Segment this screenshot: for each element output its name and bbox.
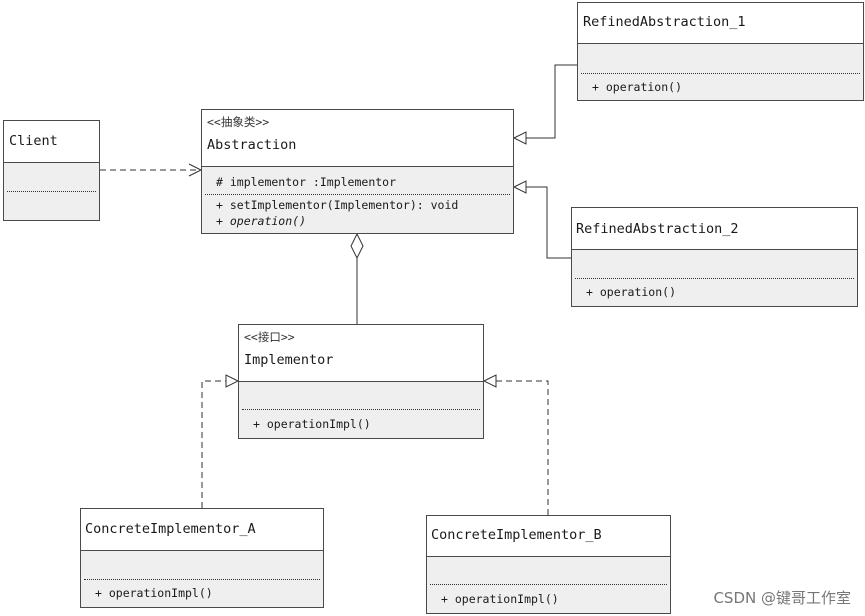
generalization-refined1-abstraction (512, 64, 577, 145)
abstraction-stereotype: <<抽象类>> (207, 115, 270, 129)
generalization-refined2-abstraction (512, 180, 571, 259)
concrete-implementor-a-header: ConcreteImplementor_A (81, 509, 323, 551)
concrete-implementor-a-operation: + operationImpl() (95, 586, 213, 600)
concrete-implementor-a-body: + operationImpl() (81, 551, 323, 607)
client-class-name: Client (9, 133, 58, 149)
implementor-operation: + operationImpl() (253, 417, 371, 431)
realization-concreteA-implementor (201, 374, 240, 508)
concrete-implementor-b-operation: + operationImpl() (441, 592, 559, 606)
abstraction-operation-2: + operation() (216, 214, 307, 228)
abstraction-attribute: # implementor :Implementor (216, 175, 397, 189)
abstraction-class-name: Abstraction (207, 137, 297, 153)
refined-abstraction-1-header: RefinedAbstraction_1 (578, 3, 863, 44)
refined-abstraction-1-body: + operation() (578, 44, 863, 100)
implementor-divider (242, 409, 480, 410)
abstraction-operation-1: + setImplementor(Implementor): void (216, 198, 459, 212)
watermark: CSDN @键哥工作室 (713, 589, 851, 607)
client-divider (7, 191, 96, 192)
refined-abstraction-2-body: + operation() (572, 250, 857, 306)
abstraction-class-header: <<抽象类>> Abstraction (202, 110, 513, 167)
refined-abstraction-1-box[interactable]: RefinedAbstraction_1 + operation() (577, 2, 864, 101)
concrete-implementor-b-header: ConcreteImplementor_B (427, 516, 670, 557)
refined-abstraction-2-box[interactable]: RefinedAbstraction_2 + operation() (571, 207, 858, 307)
client-class-box[interactable]: Client (3, 120, 100, 221)
client-class-body (4, 163, 99, 220)
implementor-header: <<接口>> Implementor (239, 325, 483, 382)
implementor-stereotype: <<接口>> (244, 330, 295, 344)
realization-concreteB-implementor (482, 374, 549, 515)
concrete-implementor-b-box[interactable]: ConcreteImplementor_B + operationImpl() (426, 515, 671, 614)
implementor-name: Implementor (244, 352, 334, 368)
refined-abstraction-2-name: RefinedAbstraction_2 (576, 221, 739, 237)
refined-abstraction-2-header: RefinedAbstraction_2 (572, 208, 857, 250)
concrete-implementor-b-name: ConcreteImplementor_B (431, 527, 602, 543)
abstraction-class-box[interactable]: <<抽象类>> Abstraction # implementor :Imple… (201, 109, 514, 234)
dependency-client-abstraction (100, 163, 203, 177)
client-class-header: Client (4, 121, 99, 163)
concrete-implementor-b-divider (430, 584, 667, 585)
implementor-interface-box[interactable]: <<接口>> Implementor + operationImpl() (238, 324, 484, 439)
refined-abstraction-1-operation: + operation() (592, 80, 683, 94)
abstraction-divider (205, 194, 510, 195)
aggregation-abstraction-implementor (350, 232, 364, 324)
abstraction-class-body: # implementor :Implementor + setImplemen… (202, 167, 513, 233)
refined-abstraction-1-divider (581, 73, 860, 74)
concrete-implementor-a-box[interactable]: ConcreteImplementor_A + operationImpl() (80, 508, 324, 608)
concrete-implementor-a-name: ConcreteImplementor_A (85, 521, 256, 537)
concrete-implementor-b-body: + operationImpl() (427, 557, 670, 613)
concrete-implementor-a-divider (84, 579, 320, 580)
refined-abstraction-1-name: RefinedAbstraction_1 (583, 14, 746, 30)
refined-abstraction-2-divider (575, 278, 854, 279)
refined-abstraction-2-operation: + operation() (586, 285, 677, 299)
implementor-body: + operationImpl() (239, 382, 483, 438)
